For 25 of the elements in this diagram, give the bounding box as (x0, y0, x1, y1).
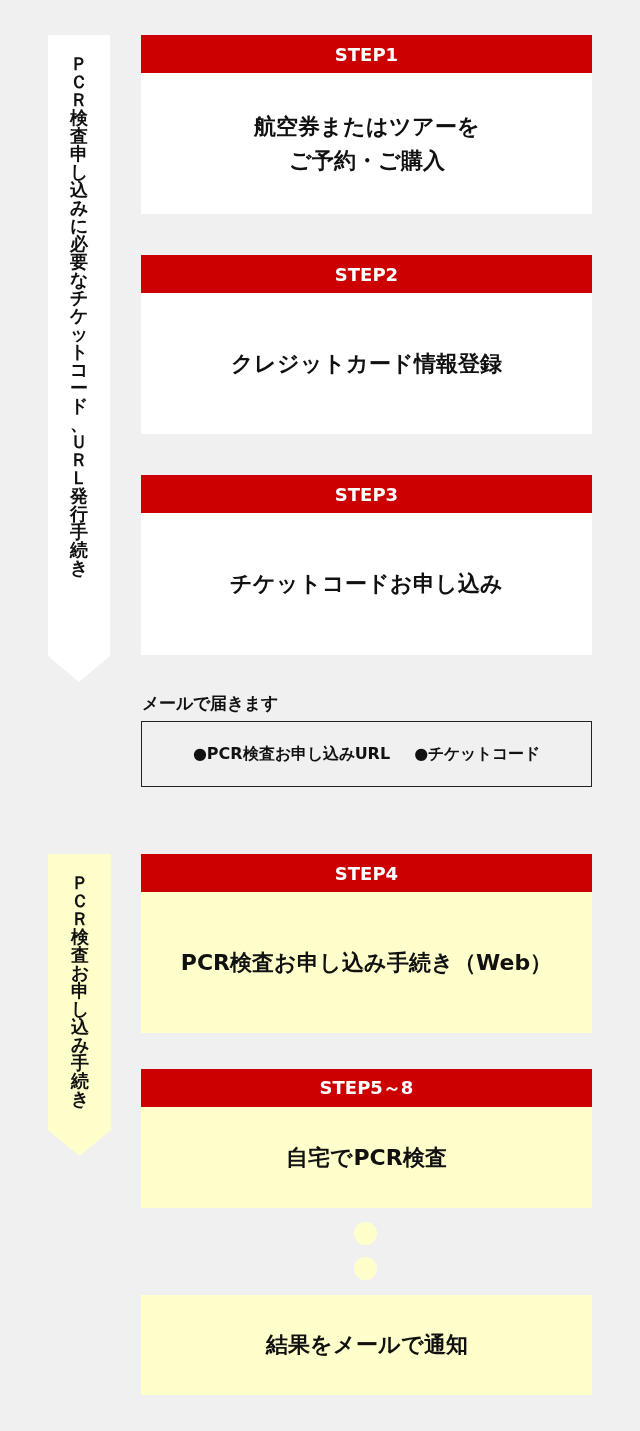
step-card (141, 35, 592, 214)
chevron-banner (48, 854, 111, 1156)
list-item: ●チケットコード (414, 743, 541, 765)
box-heading: メールで届きます (142, 692, 278, 714)
step-card (141, 475, 592, 655)
step-header: STEP1 (141, 35, 592, 73)
step-text: PCR検査お申し込み手続き（Web） (180, 948, 553, 977)
step-card (141, 854, 592, 1033)
list-item: ●PCR検査お申し込みURL (192, 743, 391, 765)
result-card (141, 1295, 592, 1395)
step-text: 自宅でPCR検査 (286, 1143, 447, 1172)
continuation-dot (354, 1257, 377, 1280)
banner-label: ＰＣＲ検査申し込みに必要なチケットコード、ＵＲＬ発行手続き (70, 55, 88, 577)
step-text: チケットコードお申し込み (230, 570, 503, 598)
step-text: クレジットカード情報登録 (231, 349, 502, 378)
step-text: 結果をメールで通知 (265, 1331, 468, 1359)
step-card (141, 255, 592, 434)
continuation-dot (354, 1222, 377, 1245)
step-card (141, 1069, 592, 1208)
step-header: STEP4 (141, 854, 592, 892)
step-header: STEP2 (141, 255, 592, 293)
banner-label: ＰＣＲ検査お申し込み手続き (70, 874, 89, 1108)
step-text: 航空券またはツアーをご予約・ご購入 (252, 112, 481, 175)
step-header: STEP3 (141, 475, 592, 513)
step-header: STEP5～8 (141, 1069, 592, 1107)
